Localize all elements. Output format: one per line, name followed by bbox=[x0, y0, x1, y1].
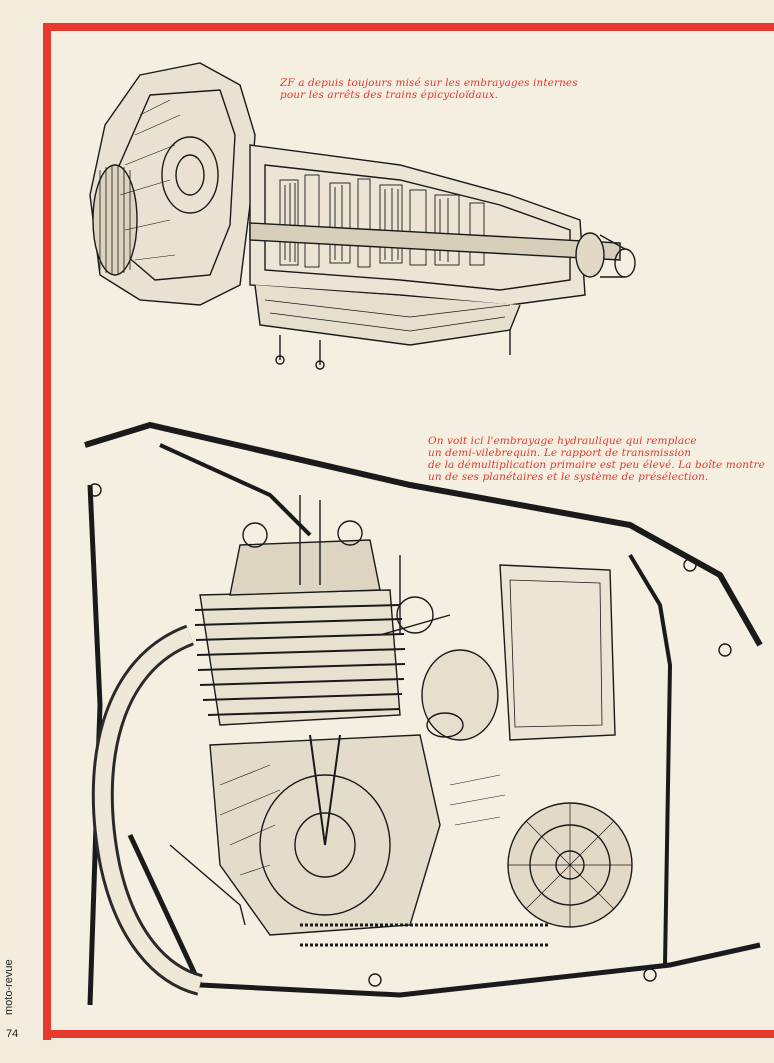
gearbox-caption-line-2: pour les arrêts des trains épicycloïdaux… bbox=[280, 89, 499, 101]
engine-caption-line-1: On voit ici l'embrayage hydraulique qui … bbox=[428, 435, 697, 447]
magazine-name: moto-revue bbox=[3, 959, 15, 1015]
engine-caption: On voit ici l'embrayage hydraulique qui … bbox=[428, 435, 765, 483]
motorcycle-engine-cutaway-illustration bbox=[84, 421, 763, 1006]
gearbox-cutaway-illustration bbox=[89, 62, 636, 370]
gearbox-caption-line-1: ZF a depuis toujours misé sur les embray… bbox=[280, 77, 578, 89]
gearbox-caption: ZF a depuis toujours misé sur les embray… bbox=[280, 77, 580, 101]
engine-caption-line-2: un demi-vilebrequin. Le rapport de trans… bbox=[428, 447, 692, 459]
page-number: 74 bbox=[6, 1028, 19, 1040]
page-border-left bbox=[43, 23, 51, 1040]
page-border-bottom bbox=[43, 1030, 774, 1038]
page-border-top bbox=[43, 23, 774, 31]
engine-caption-line-4: un de ses planétaires et le système de p… bbox=[428, 471, 709, 483]
engine-caption-line-3: de la démultiplication primaire est peu … bbox=[428, 459, 765, 471]
